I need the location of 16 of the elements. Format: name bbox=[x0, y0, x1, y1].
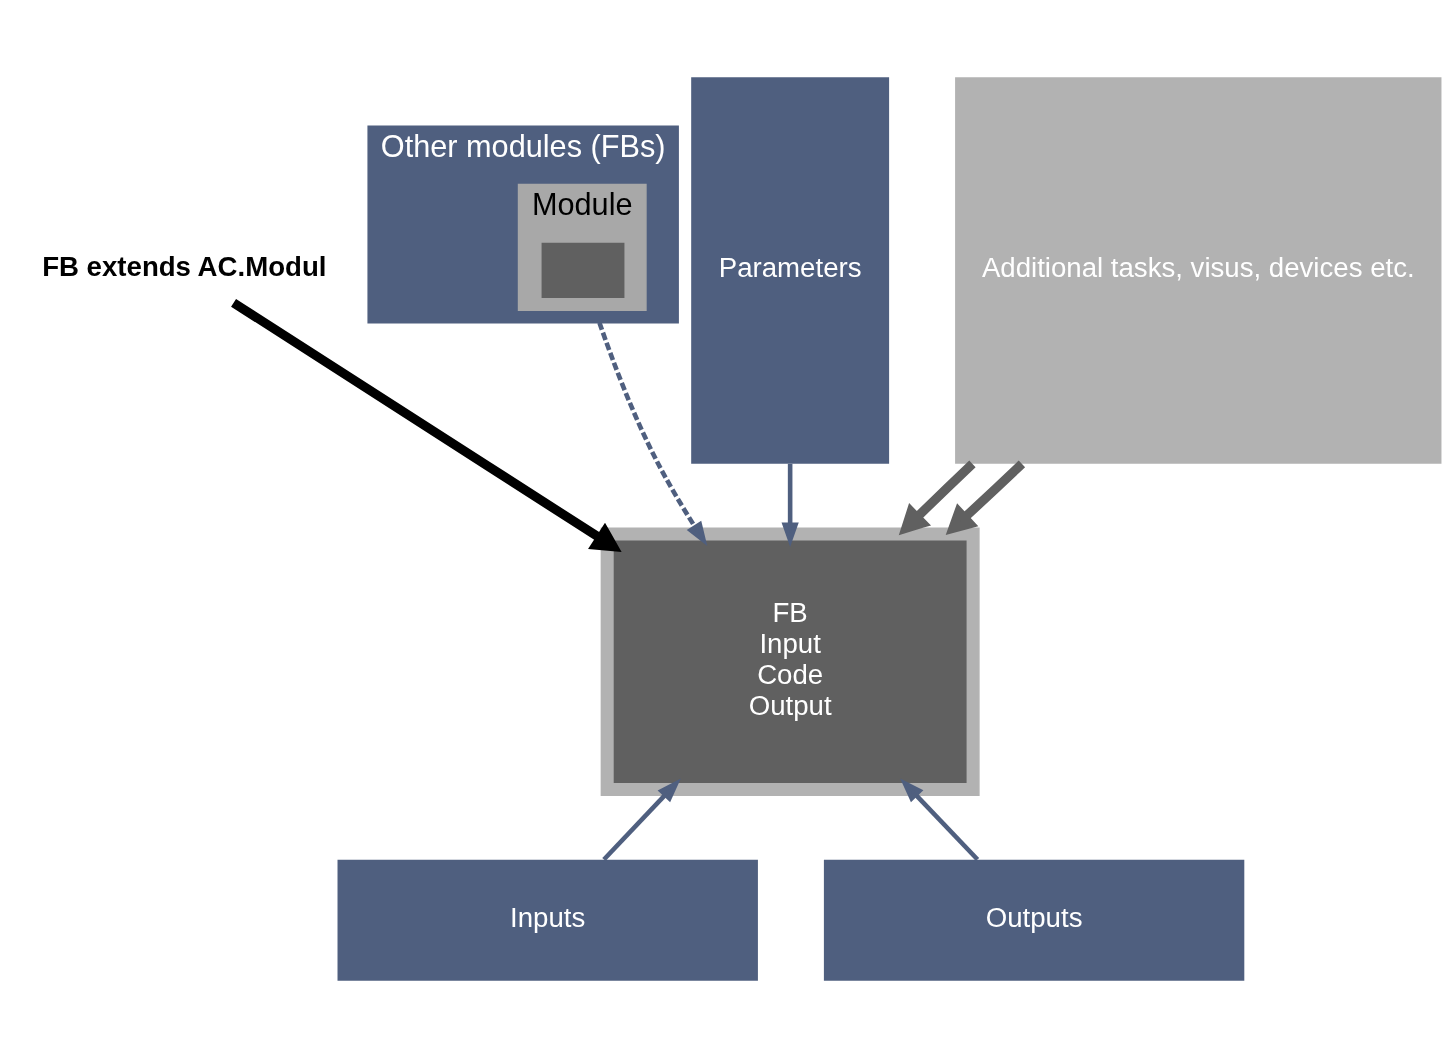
cluster: Module bbox=[517, 183, 647, 312]
arrow bbox=[781, 463, 799, 547]
arrow bbox=[898, 460, 976, 536]
arrow bbox=[231, 298, 622, 552]
cluster bbox=[600, 527, 980, 796]
arrow bbox=[602, 778, 681, 862]
arrow bbox=[900, 778, 980, 862]
node-box: Inputs bbox=[337, 859, 758, 981]
arrow bbox=[945, 460, 1026, 535]
node-box: FB Input Code Output bbox=[613, 540, 967, 783]
node-box: Parameters bbox=[691, 77, 890, 464]
node-box: Outputs bbox=[823, 859, 1245, 981]
node-text: FB extends AC.Modul bbox=[42, 250, 327, 282]
node-box bbox=[541, 242, 625, 299]
node-box: Additional tasks, visus, devices etc. bbox=[955, 77, 1442, 464]
arrow bbox=[597, 321, 708, 546]
